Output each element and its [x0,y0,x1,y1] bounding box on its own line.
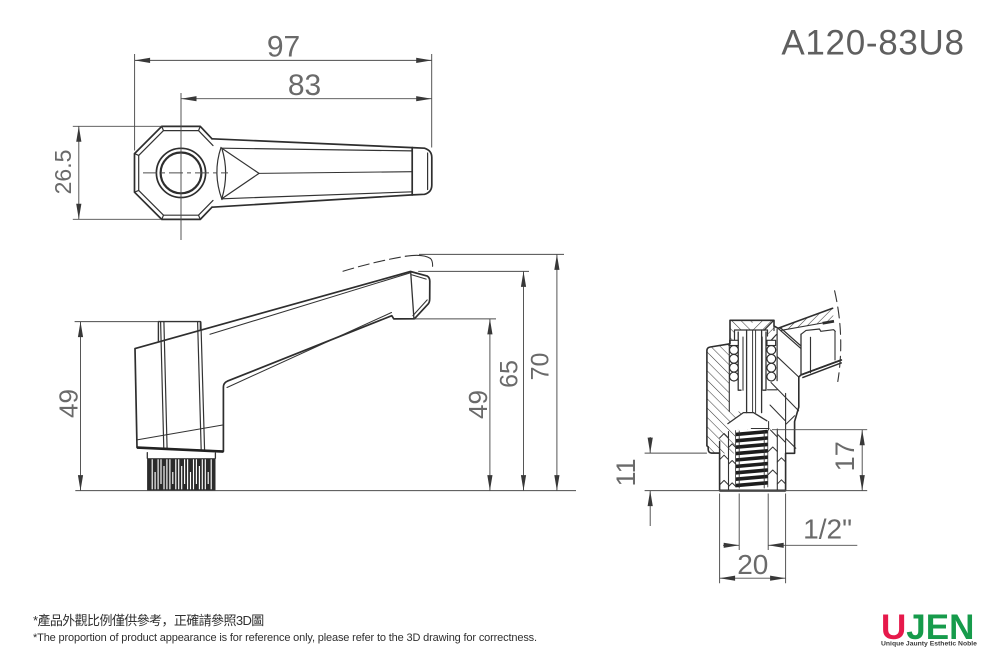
svg-text:UJEN: UJEN [881,608,974,647]
svg-text:17: 17 [830,441,860,471]
svg-text:11: 11 [611,458,641,486]
svg-text:26.5: 26.5 [50,150,76,195]
svg-text:83: 83 [288,69,321,102]
svg-text:1/2": 1/2" [803,514,852,545]
svg-text:Unique Jaunty Esthetic Noble: Unique Jaunty Esthetic Noble [881,641,977,648]
svg-text:*The proportion of product app: *The proportion of product appearance is… [33,632,537,644]
svg-text:A120-83U8: A120-83U8 [781,24,964,63]
svg-text:97: 97 [267,30,300,63]
svg-text:70: 70 [527,353,555,381]
svg-text:65: 65 [496,360,524,388]
svg-text:*產品外觀比例僅供參考，正確請參照3D圖: *產品外觀比例僅供參考，正確請參照3D圖 [33,613,264,628]
svg-text:20: 20 [737,549,768,580]
svg-text:49: 49 [54,389,84,418]
svg-text:49: 49 [463,390,493,419]
